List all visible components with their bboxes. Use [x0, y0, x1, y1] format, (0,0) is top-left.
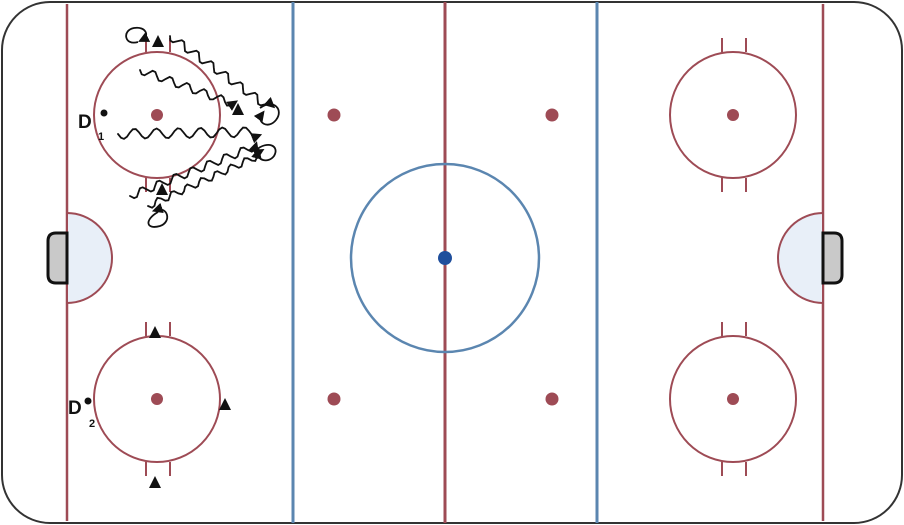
faceoff-circle-top-right: [669, 38, 797, 192]
faceoff-circle-bottom-right: [669, 322, 797, 476]
left-goal-crease: [66, 211, 113, 305]
player-number: 2: [89, 418, 95, 430]
player-letter: D: [78, 112, 92, 133]
player-letter: D: [68, 398, 82, 419]
center-faceoff-dot: [438, 251, 452, 265]
center-faceoff-circle: [349, 162, 541, 354]
pivot-loop-bottom: [147, 202, 169, 228]
forward-marker: [149, 476, 161, 488]
pivot-loop-right-lower: [251, 143, 277, 162]
player-dot: [84, 397, 92, 405]
pivot-loop-top: [125, 26, 151, 44]
neutral-zone-dot: [545, 392, 559, 406]
neutral-zone-dot: [327, 392, 341, 406]
skating-path-top-wide: [169, 35, 276, 109]
pivot-loop-right: [253, 103, 280, 126]
forward-marker: [152, 35, 164, 47]
forward-marker: [219, 398, 231, 410]
skating-path-top-cut: [139, 69, 239, 111]
skating-path-bottom-inner: [147, 149, 265, 209]
player-number: 1: [98, 131, 104, 143]
forward-marker: [156, 183, 168, 195]
forward-marker: [149, 326, 161, 338]
defenseman-d2: D 2: [68, 397, 95, 430]
skating-path-d1-rush: [117, 126, 263, 144]
neutral-zone-dot: [327, 108, 341, 122]
skating-path-bottom-wide: [129, 141, 259, 200]
defenseman-d1: D 1: [78, 109, 108, 143]
right-net: [821, 231, 844, 285]
player-markers: [149, 35, 244, 488]
neutral-zone-dot: [545, 108, 559, 122]
right-goal-crease: [777, 211, 824, 305]
player-dot: [100, 109, 108, 117]
forward-marker: [232, 103, 244, 115]
left-net: [46, 231, 69, 285]
skating-paths: [117, 35, 276, 209]
